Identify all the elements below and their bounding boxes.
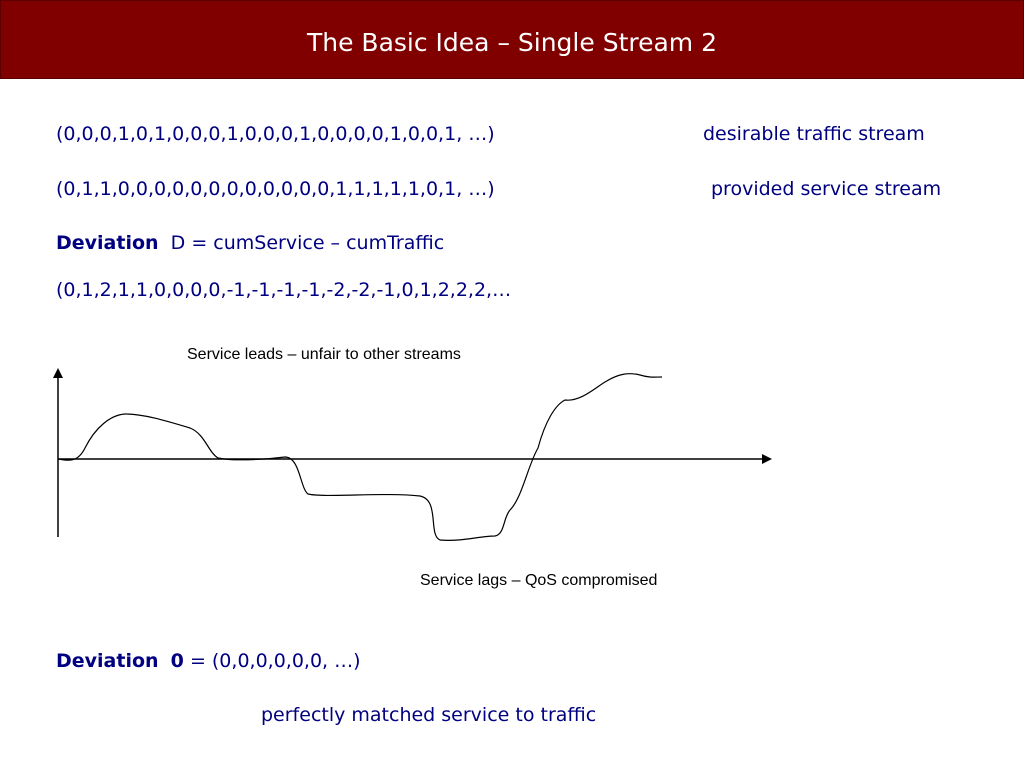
slide-title: The Basic Idea – Single Stream 2	[306, 28, 718, 57]
deviation-diagram: Service leads – unfair to other streams …	[0, 330, 1024, 610]
service-leads-label: Service leads – unfair to other streams	[187, 346, 461, 363]
service-lags-label: Service lags – QoS compromised	[420, 572, 658, 589]
deviation-label: Deviation	[56, 232, 159, 254]
zero-deviation-sequence: = (0,0,0,0,0,0, …)	[189, 650, 361, 672]
title-bar: The Basic Idea – Single Stream 2	[0, 0, 1024, 79]
service-sequence: (0,1,1,0,0,0,0,0,0,0,0,0,0,0,0,1,1,1,1,1…	[56, 178, 495, 200]
deviation-sequence: (0,1,2,1,1,0,0,0,0,-1,-1,-1,-1,-2,-2,-1,…	[56, 279, 512, 301]
deviation-definition: Deviation D = cumService – cumTraffic	[56, 231, 444, 255]
zero-deviation-definition: Deviation 0 = (0,0,0,0,0,0, …)	[56, 649, 361, 673]
zero-deviation-label: Deviation	[56, 650, 159, 672]
matched-caption: perfectly matched service to traffic	[261, 704, 597, 726]
deviation-formula: D = cumService – cumTraffic	[170, 232, 445, 254]
zero-value: 0	[170, 650, 184, 672]
traffic-label: desirable traffic stream	[703, 123, 925, 145]
deviation-curve	[57, 373, 663, 542]
traffic-sequence: (0,0,0,1,0,1,0,0,0,1,0,0,0,1,0,0,0,0,1,0…	[56, 123, 495, 145]
service-label: provided service stream	[711, 178, 942, 200]
deviation-curve-plot	[53, 368, 772, 542]
